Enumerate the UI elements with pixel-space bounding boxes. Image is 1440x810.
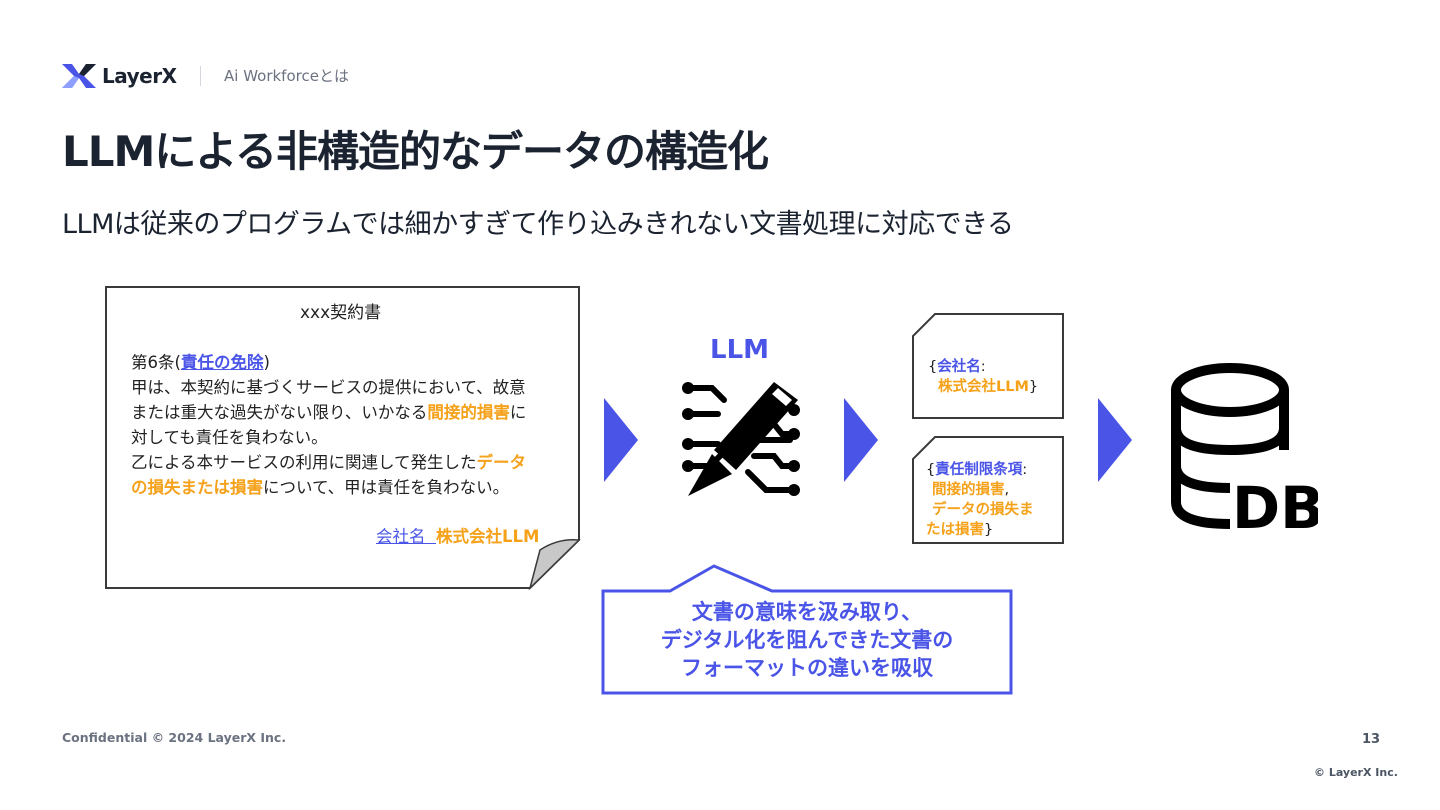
colon: : <box>1022 462 1028 478</box>
page-title: LLMによる非構造的なデータの構造化 <box>62 127 769 176</box>
article-suffix: ) <box>263 353 270 372</box>
contract-body: 第6条(責任の免除) 甲は、本契約に基づくサービスの提供において、故意 または重… <box>131 350 561 500</box>
brace-open: { <box>926 462 936 478</box>
logo-text: LayerX <box>102 64 177 88</box>
contract-line: 対しても責任を負わない。 <box>131 428 328 447</box>
json-card-company-text: {会社名: 株式会社LLM} <box>928 357 1038 397</box>
header-divider <box>200 66 201 86</box>
signature-label: 会社名 <box>376 527 426 546</box>
json-card-liability-text: {責任制限条項: 間接的損害, データの損失ま たは損害} <box>926 460 1034 540</box>
callout-text: 文書の意味を汲み取り、 デジタル化を阻んできた文書の フォーマットの違いを吸収 <box>604 598 1010 682</box>
colon: : <box>980 359 986 375</box>
contract-line: または重大な過失がない限り、いかなる間接的損害に <box>131 400 561 425</box>
json-key: 会社名 <box>937 359 981 375</box>
highlight-indirect-damage: 間接的損害 <box>427 403 510 422</box>
json-value: データの損失ま <box>932 502 1034 518</box>
contract-signature: 会社名 株式会社LLM <box>376 524 539 550</box>
callout-box <box>601 564 1013 695</box>
page-number: 13 <box>1362 732 1381 747</box>
contract-text: に <box>509 403 527 422</box>
brace-close: } <box>984 522 994 538</box>
layerx-logo-icon <box>62 64 96 88</box>
contract-line: 乙による本サービスの利用に関連して発生したデータ <box>131 450 561 475</box>
contract-title: xxx契約書 <box>300 303 382 323</box>
page-subtitle: LLMは従来のプログラムでは細かすぎて作り込みきれない文書処理に対応できる <box>62 209 1014 240</box>
flow-arrow-icon <box>1098 398 1132 482</box>
flow-arrow-icon <box>844 398 878 482</box>
article-title: 責任の免除 <box>180 353 264 372</box>
llm-label: LLM <box>710 335 770 365</box>
contract-text: について、甲は責任を負わない。 <box>263 478 510 497</box>
contract-document-shape <box>105 286 581 591</box>
contract-line: の損失または損害について、甲は責任を負わない。 <box>131 475 561 500</box>
json-value: たは損害 <box>926 522 984 538</box>
comma: , <box>1004 482 1010 498</box>
json-card-liability <box>912 436 1064 544</box>
flow-arrow-icon <box>604 398 638 482</box>
callout-line: フォーマットの違いを吸収 <box>681 656 933 680</box>
highlight-data-loss: の損失または損害 <box>131 478 263 497</box>
callout-line: デジタル化を阻んできた文書の <box>660 628 954 652</box>
brace-open: { <box>928 359 938 375</box>
highlight-data: データ <box>476 453 527 472</box>
section-label: Ai Workforceとは <box>224 67 349 85</box>
json-card-company <box>912 313 1064 419</box>
signature-company: 株式会社LLM <box>436 527 540 546</box>
article-prefix: 第6条( <box>131 353 181 372</box>
confidential-footer: Confidential © 2024 LayerX Inc. <box>62 730 287 745</box>
callout-line: 文書の意味を汲み取り、 <box>691 600 923 624</box>
json-value: 株式会社LLM <box>938 379 1029 395</box>
database-icon: DB <box>1171 363 1318 534</box>
contract-article-heading: 第6条(責任の免除) <box>131 350 561 375</box>
copyright-footer: © LayerX Inc. <box>1314 766 1398 779</box>
contract-text: または重大な過失がない限り、いかなる <box>131 403 428 422</box>
contract-text: 乙による本サービスの利用に関連して発生した <box>131 453 477 472</box>
brace-close: } <box>1028 379 1039 395</box>
contract-line: 甲は、本契約に基づくサービスの提供において、故意 <box>131 378 526 397</box>
ai-pen-circuit-icon <box>682 382 800 496</box>
svg-text:DB: DB <box>1232 474 1318 534</box>
json-key: 責任制限条項 <box>935 462 1023 478</box>
json-value: 間接的損害 <box>932 482 1005 498</box>
